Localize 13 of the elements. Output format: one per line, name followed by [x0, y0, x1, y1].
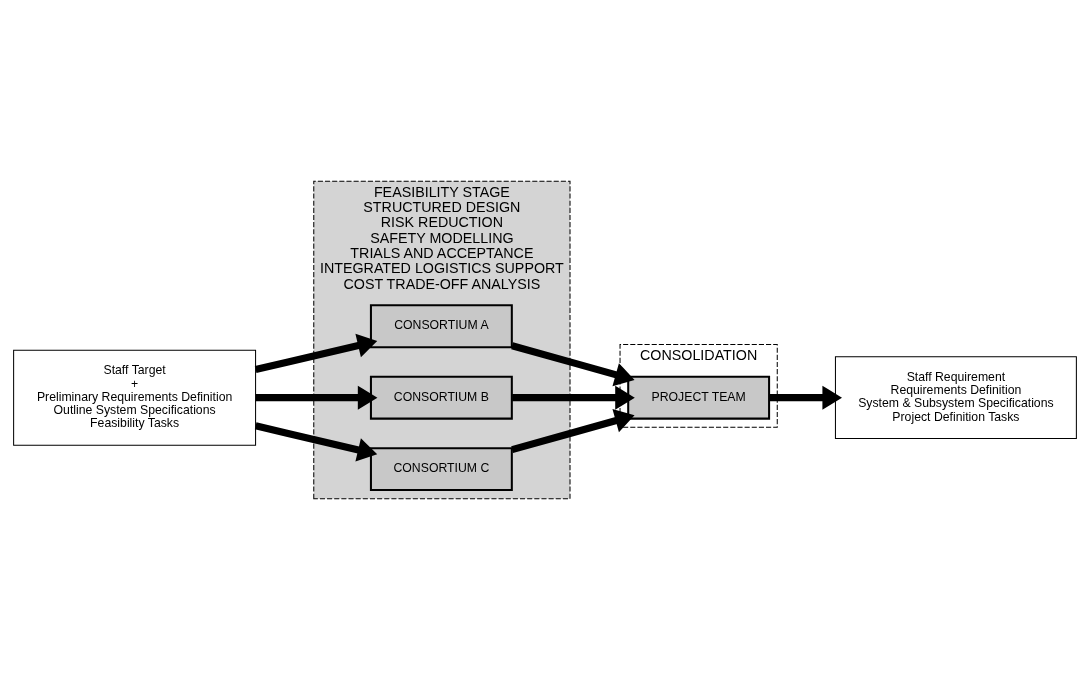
node-box: CONSORTIUM C	[369, 446, 513, 491]
arrow	[511, 408, 635, 453]
node-box: Staff Target + Preliminary Requirements Definition Outline System Specifications Feasibility Tasks	[13, 349, 257, 446]
node-box: PROJECT TEAM	[627, 375, 771, 420]
node-box: CONSORTIUM B	[369, 375, 513, 420]
arrow	[512, 385, 635, 410]
arrow	[255, 385, 378, 410]
arrow	[254, 421, 378, 462]
arrow	[511, 341, 635, 386]
arrow	[254, 333, 378, 373]
node-box: Staff Requirement Requirements Definition System & Subsystem Specifications Project Definition Tasks	[834, 355, 1077, 439]
arrow	[769, 385, 842, 410]
node-box: CONSORTIUM A	[369, 303, 513, 348]
